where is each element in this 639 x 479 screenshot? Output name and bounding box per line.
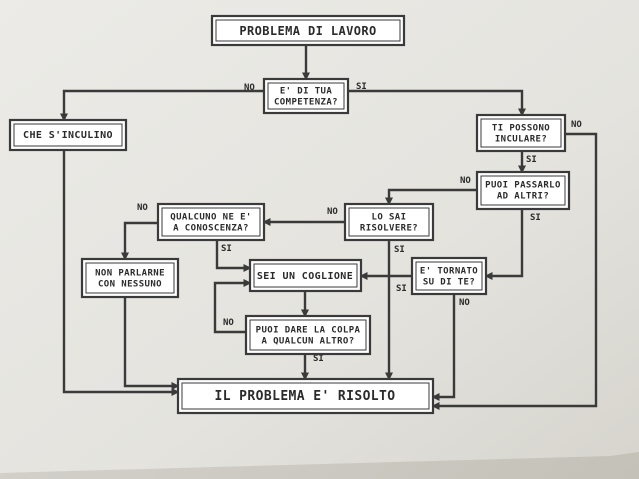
- label-competenza-si: SI: [356, 82, 367, 92]
- node-cheinculino: CHE S'INCULINO: [8, 118, 128, 152]
- label-tipossono-no: NO: [571, 120, 582, 130]
- node-risolto: IL PROBLEMA E' RISOLTO: [176, 377, 435, 415]
- edge-passarlo-si: [484, 209, 524, 280]
- edge-cheinculino-risolto: [62, 150, 180, 396]
- node-cheinculino-text: CHE S'INCULINO: [23, 130, 113, 141]
- node-text-line: SU DI TE?: [423, 277, 475, 287]
- label-saisolvere-si: SI: [394, 245, 405, 255]
- node-text-line: CHE S'INCULINO: [23, 130, 113, 141]
- label-colpa-si: SI: [313, 354, 324, 364]
- node-text-line: IL PROBLEMA E' RISOLTO: [215, 389, 396, 404]
- edge-nonparlarne-risolto: [123, 297, 180, 390]
- node-text-line: LO SAI: [372, 212, 407, 222]
- label-tornato-no: NO: [459, 298, 470, 308]
- node-text-line: PROBLEMA DI LAVORO: [239, 24, 376, 38]
- node-text-line: A CONOSCENZA?: [173, 223, 249, 233]
- label-passarlo-si: SI: [530, 213, 541, 223]
- node-text-line: A QUALCUN ALTRO?: [261, 336, 354, 346]
- node-coglione-text: SEI UN COGLIONE: [257, 271, 353, 282]
- edge-qualcuno-no: [121, 221, 158, 261]
- node-qualcuno-text: QUALCUNO NE E'A CONOSCENZA?: [170, 212, 251, 233]
- label-saisolvere-no: NO: [327, 207, 338, 217]
- edge-tipossono-no: [431, 132, 598, 410]
- node-risolto-text: IL PROBLEMA E' RISOLTO: [215, 389, 396, 404]
- edge-labels: NO SI NO SI NO SI NO SI NO SI SI NO NO S…: [137, 82, 582, 364]
- node-text-line: RISOLVERE?: [360, 223, 418, 233]
- node-text-line: PUOI PASSARLO: [485, 180, 561, 190]
- node-text-line: E' DI TUA: [280, 86, 333, 96]
- node-problema-text: PROBLEMA DI LAVORO: [239, 24, 376, 38]
- label-colpa-no: NO: [223, 318, 234, 328]
- node-text-line: NON PARLARNE: [95, 268, 165, 278]
- node-text-line: SEI UN COGLIONE: [257, 271, 353, 282]
- edge-passarlo-no: [385, 188, 477, 206]
- node-text-line: COMPETENZA?: [274, 97, 338, 107]
- node-text-line: PUOI DARE LA COLPA: [256, 325, 361, 335]
- edge-colpa-no: [213, 279, 252, 334]
- node-qualcuno: QUALCUNO NE E'A CONOSCENZA?: [156, 202, 266, 242]
- edge-competenza-si: [348, 89, 526, 117]
- edges: [60, 45, 598, 410]
- node-coglione: SEI UN COGLIONE: [248, 258, 363, 293]
- edge-tornato-no: [431, 290, 456, 401]
- node-problema: PROBLEMA DI LAVORO: [210, 14, 406, 47]
- edge-qualcuno-si: [215, 240, 252, 272]
- node-text-line: QUALCUNO NE E': [170, 212, 251, 222]
- label-tipossono-si: SI: [526, 155, 537, 165]
- label-passarlo-no: NO: [460, 176, 471, 186]
- node-text-line: AD ALTRI?: [497, 191, 549, 201]
- node-text-line: INCULARE?: [495, 134, 547, 144]
- node-text-line: CON NESSUNO: [98, 279, 162, 289]
- node-text-line: E' TORNATO: [420, 266, 478, 276]
- label-tornato-si: SI: [396, 284, 407, 294]
- edge-competenza-no: [60, 89, 264, 122]
- label-qualcuno-no: NO: [137, 203, 148, 213]
- label-qualcuno-si: SI: [221, 244, 232, 254]
- node-text-line: TI POSSONO: [492, 123, 550, 133]
- label-competenza-no: NO: [244, 83, 255, 93]
